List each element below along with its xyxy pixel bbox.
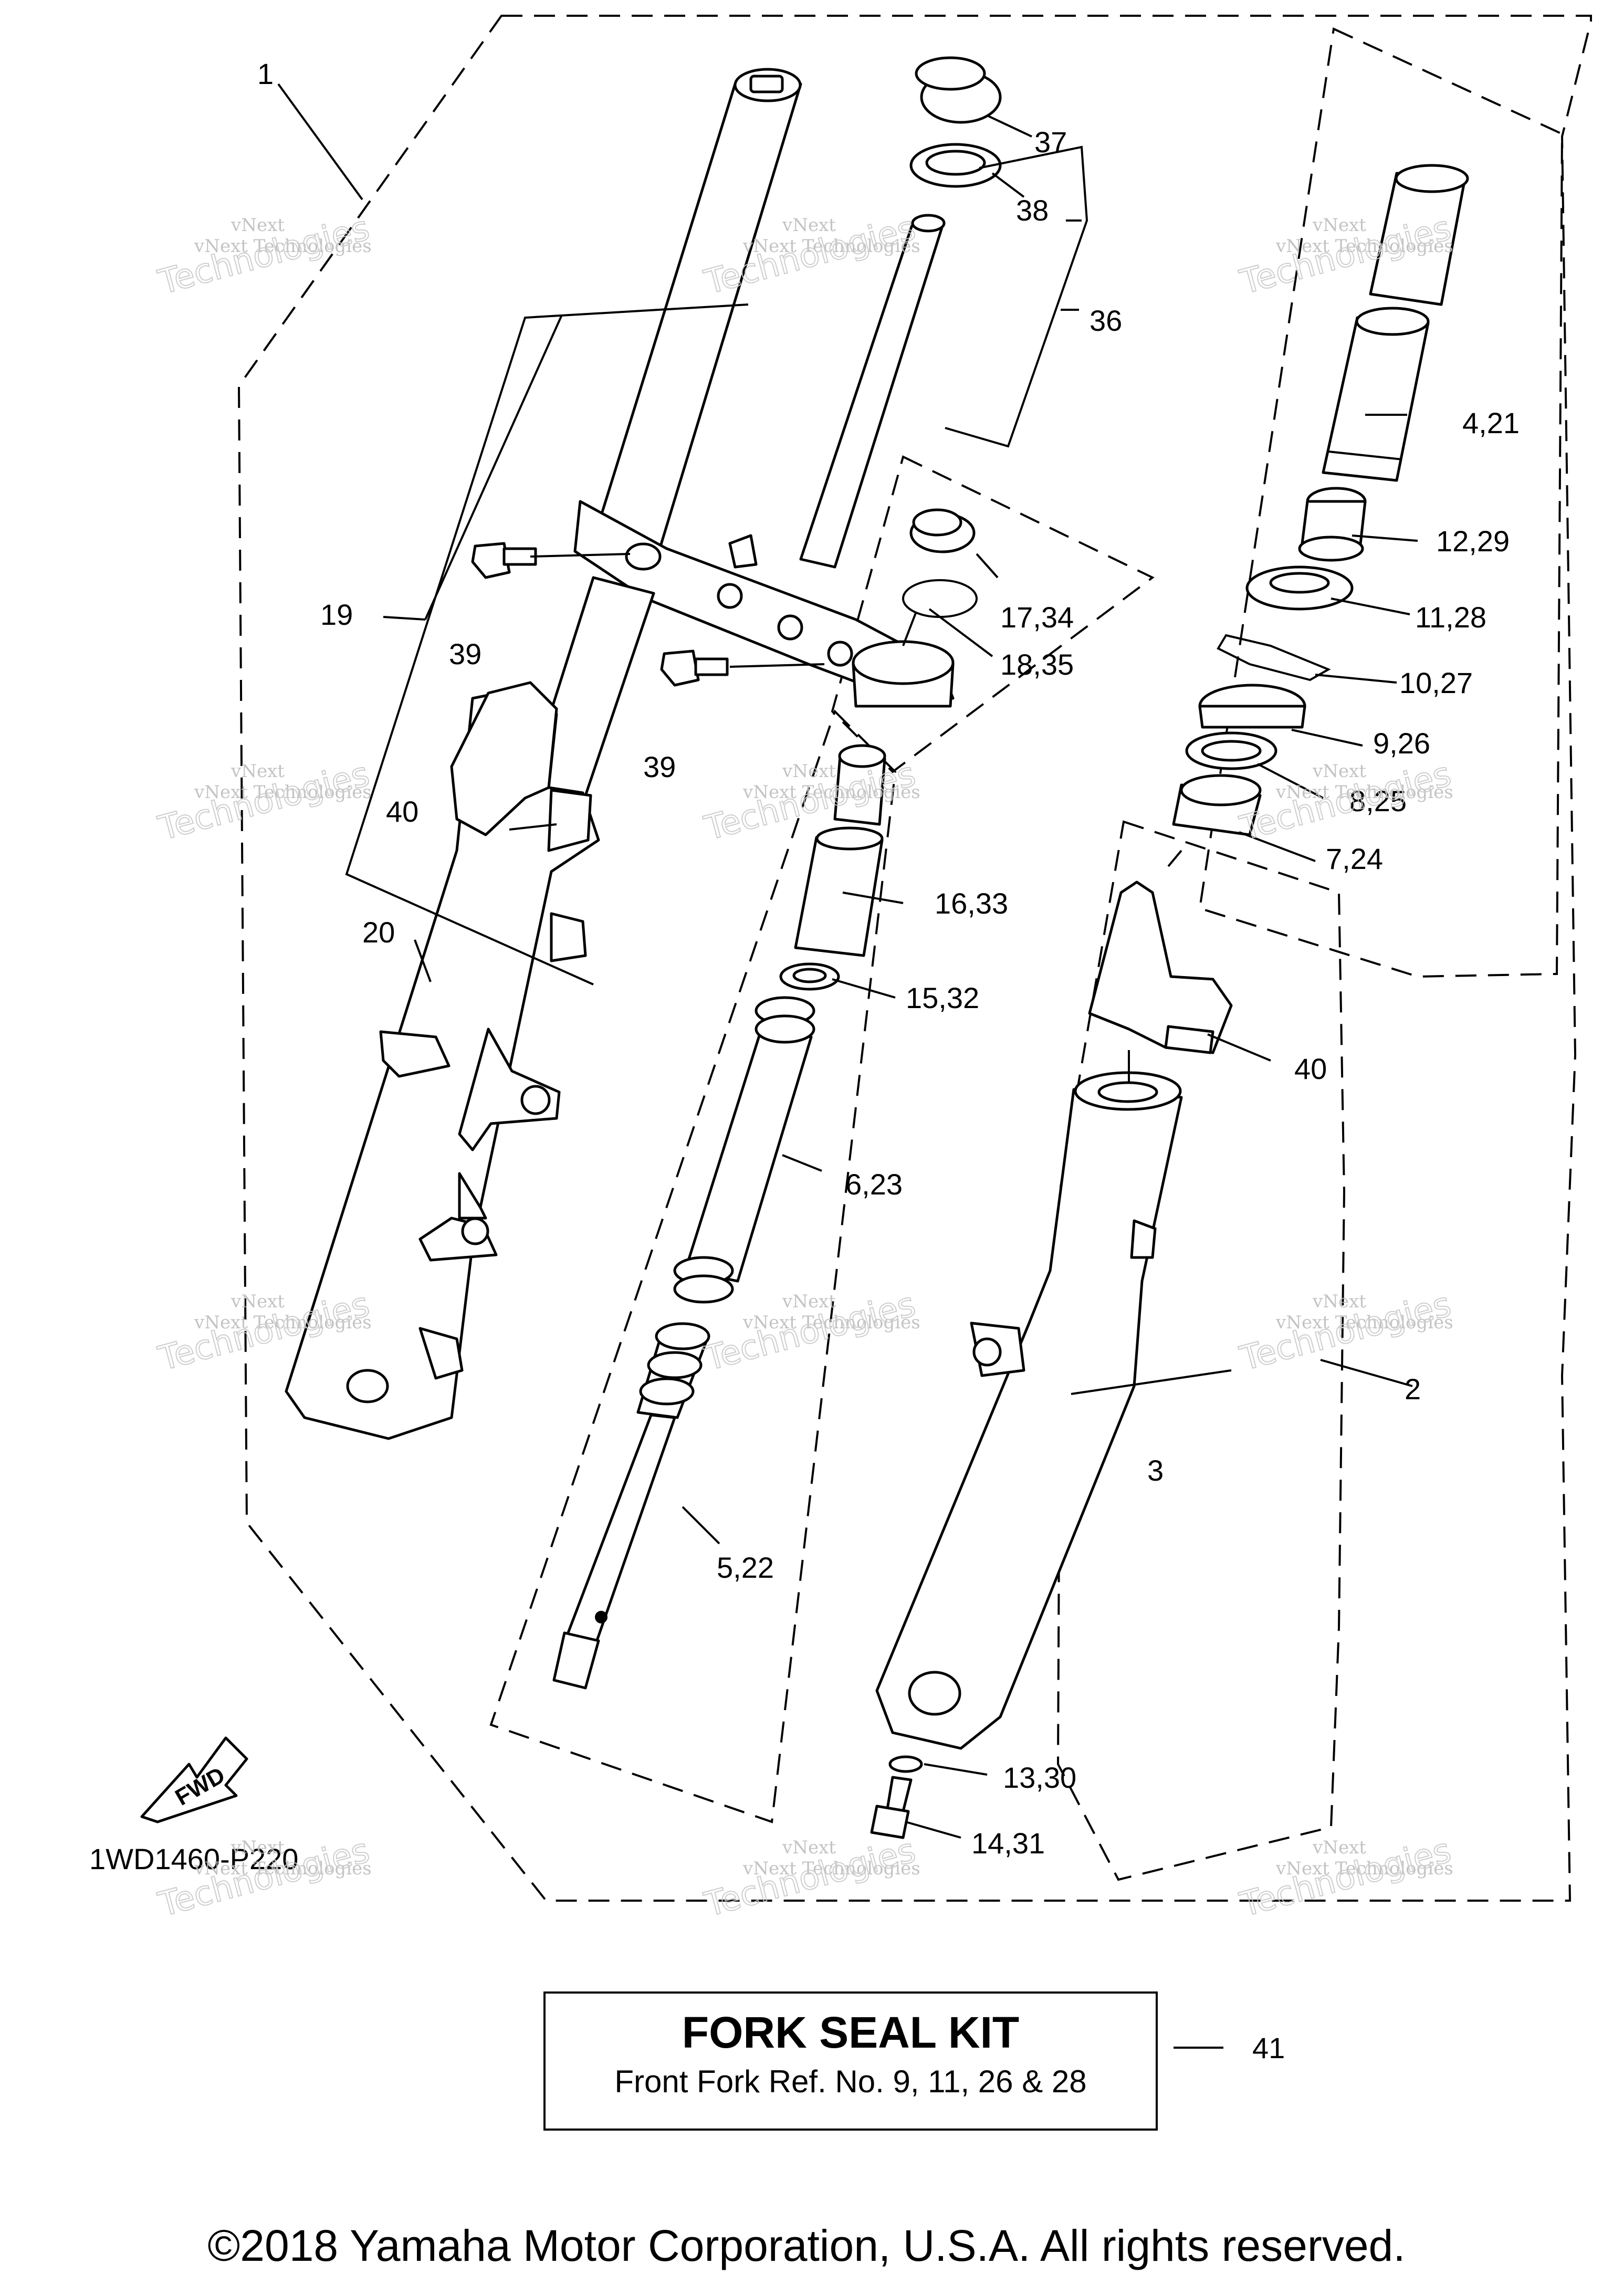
leader-lines bbox=[277, 83, 1418, 2049]
callout-15-32: 15,32 bbox=[906, 981, 979, 1014]
kit-description: Front Fork Ref. No. 9, 11, 26 & 28 bbox=[614, 2064, 1087, 2099]
callout-38: 38 bbox=[1016, 194, 1049, 227]
svg-text:vNext Technologies: vNext Technologies bbox=[742, 782, 920, 803]
callout-6-23: 6,23 bbox=[845, 1168, 903, 1201]
callout-18-35: 18,35 bbox=[1000, 648, 1074, 681]
svg-text:vNext Technologies: vNext Technologies bbox=[742, 236, 920, 257]
svg-text:vNext Technologies: vNext Technologies bbox=[742, 1312, 920, 1333]
subassembly-boundary-damper-lower bbox=[489, 709, 897, 1823]
svg-text:vNext: vNext bbox=[231, 1837, 285, 1858]
svg-text:vNext Technologies: vNext Technologies bbox=[194, 1312, 372, 1333]
assembly-boundary-left bbox=[237, 15, 1592, 1902]
fork-seal-kit-box: FORK SEAL KIT Front Fork Ref. No. 9, 11,… bbox=[543, 1991, 1158, 2131]
svg-text:vNext: vNext bbox=[231, 215, 285, 236]
svg-text:vNext Technologies: vNext Technologies bbox=[742, 1858, 920, 1879]
callout-4-21: 4,21 bbox=[1462, 406, 1520, 439]
callout-14-31: 14,31 bbox=[971, 1827, 1045, 1860]
callout-19: 19 bbox=[320, 598, 353, 631]
svg-text:vNext Technologies: vNext Technologies bbox=[1275, 236, 1453, 257]
svg-text:vNext: vNext bbox=[782, 1837, 836, 1858]
svg-text:vNext: vNext bbox=[782, 215, 836, 236]
subassembly-boundary-damper bbox=[831, 455, 1155, 773]
svg-text:vNext: vNext bbox=[1312, 215, 1366, 236]
svg-text:vNext Technologies: vNext Technologies bbox=[1275, 782, 1453, 803]
fwd-arrow: FWD bbox=[140, 1736, 248, 1823]
callout-12-29: 12,29 bbox=[1436, 525, 1510, 558]
callout-2: 2 bbox=[1405, 1372, 1421, 1406]
svg-text:vNext: vNext bbox=[1312, 1837, 1366, 1858]
callout-36: 36 bbox=[1090, 304, 1122, 337]
callout-7-24: 7,24 bbox=[1326, 842, 1383, 875]
callout-3: 3 bbox=[1147, 1454, 1164, 1487]
callout-11-28: 11,28 bbox=[1415, 601, 1486, 634]
callout-39-a: 39 bbox=[449, 637, 481, 670]
callout-17-34: 17,34 bbox=[1000, 601, 1074, 634]
callout-13-30: 13,30 bbox=[1003, 1761, 1076, 1794]
callout-39-b: 39 bbox=[643, 750, 676, 783]
svg-text:vNext: vNext bbox=[231, 761, 285, 782]
svg-text:vNext: vNext bbox=[231, 1291, 285, 1312]
svg-text:vNext: vNext bbox=[1312, 761, 1366, 782]
svg-text:vNext: vNext bbox=[782, 761, 836, 782]
svg-text:vNext: vNext bbox=[782, 1291, 836, 1312]
callout-5-22: 5,22 bbox=[717, 1551, 774, 1584]
svg-text:vNext Technologies: vNext Technologies bbox=[194, 236, 372, 257]
callout-16-33: 16,33 bbox=[935, 887, 1008, 920]
callout-10-27: 10,27 bbox=[1399, 666, 1473, 699]
svg-text:vNext Technologies: vNext Technologies bbox=[194, 782, 372, 803]
callout-9-26: 9,26 bbox=[1373, 727, 1430, 760]
callout-41: 41 bbox=[1252, 2031, 1285, 2064]
callout-20: 20 bbox=[362, 916, 395, 949]
callout-8-25: 8,25 bbox=[1349, 784, 1407, 817]
svg-text:vNext Technologies: vNext Technologies bbox=[194, 1858, 372, 1879]
diagram-code: 1WD1460-P220 bbox=[89, 1842, 298, 1875]
watermarks: vNext vNext Technologies Technologies vN… bbox=[154, 208, 1455, 1925]
callout-1: 1 bbox=[257, 57, 274, 90]
callout-40-b: 40 bbox=[1294, 1052, 1327, 1085]
copyright-notice: ©2018 Yamaha Motor Corporation, U.S.A. A… bbox=[207, 2221, 1406, 2270]
svg-text:vNext Technologies: vNext Technologies bbox=[1275, 1858, 1453, 1879]
right-column bbox=[450, 164, 1469, 1839]
svg-text:vNext Technologies: vNext Technologies bbox=[1275, 1312, 1453, 1333]
callout-40-a: 40 bbox=[386, 795, 418, 828]
svg-text:vNext: vNext bbox=[1312, 1291, 1366, 1312]
callout-37: 37 bbox=[1034, 125, 1067, 159]
callouts: 1 37 38 36 4,21 12,29 11,28 17,34 18,35 … bbox=[257, 57, 1520, 2064]
damper-column bbox=[552, 56, 1002, 1690]
kit-title: FORK SEAL KIT bbox=[682, 2008, 1020, 2057]
